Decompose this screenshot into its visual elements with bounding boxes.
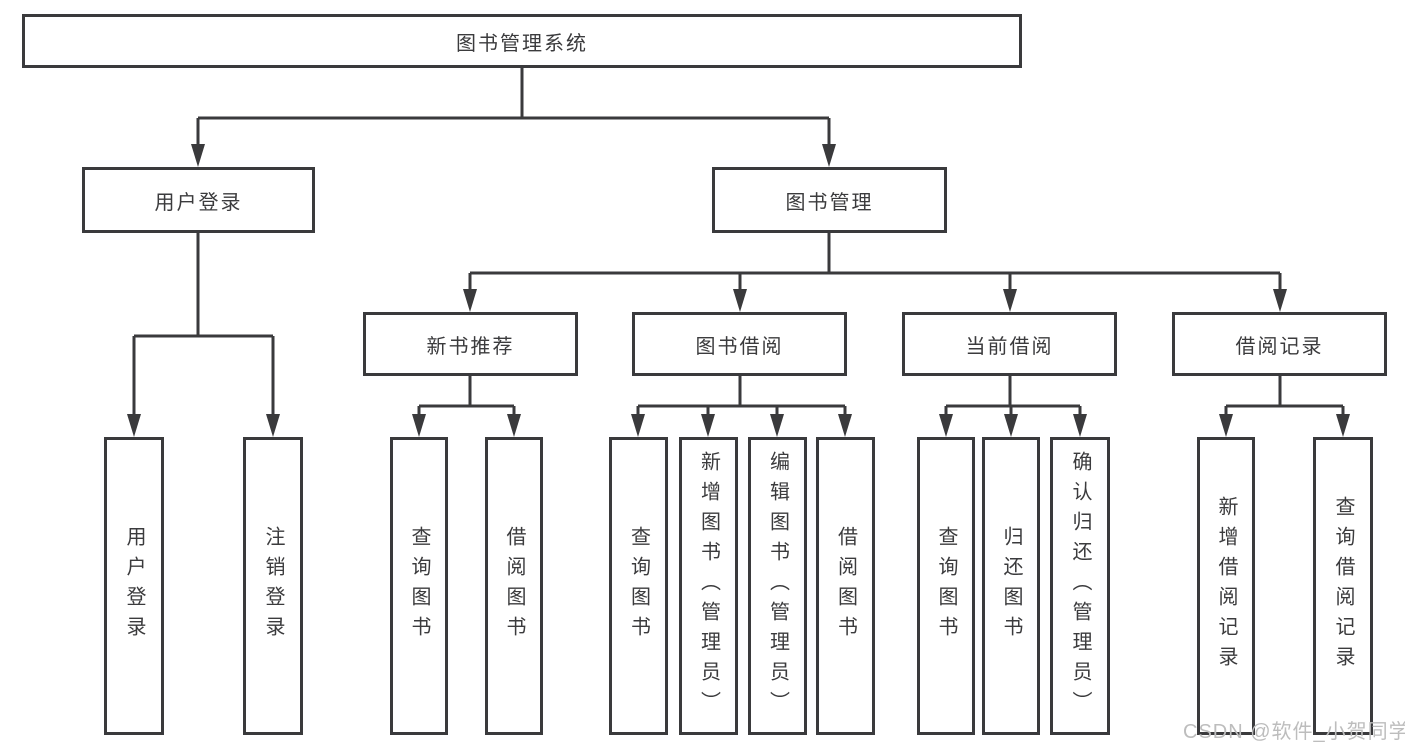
node-root-label: 图书管理系统	[456, 32, 588, 55]
arrow-icon	[631, 414, 645, 437]
leaf-add-borrow-record: 新增借阅记录	[1197, 437, 1255, 735]
leaf-query-borrow-record-label: 查询借阅记录	[1332, 496, 1354, 676]
arrow-icon	[822, 144, 836, 167]
node-book-management-label: 图书管理	[785, 191, 874, 214]
leaf-logout: 注销登录	[243, 437, 303, 735]
leaf-confirm-return-admin-label: 确认归还（管理员）	[1069, 451, 1091, 721]
csdn-watermark: CSDN @软件_小贺同学	[1183, 721, 1405, 743]
node-new-book-recommend-label: 新书推荐	[426, 335, 515, 358]
arrow-icon	[1273, 289, 1287, 312]
arrow-icon	[733, 289, 747, 312]
node-borrowing-records-label: 借阅记录	[1235, 335, 1324, 358]
node-new-book-recommend: 新书推荐	[363, 312, 578, 376]
leaf-edit-books-admin-label: 编辑图书（管理员）	[766, 451, 789, 721]
arrow-icon	[701, 414, 715, 437]
node-user-login-branch: 用户登录	[82, 167, 315, 233]
arrow-icon	[1004, 414, 1018, 437]
arrow-icon	[191, 144, 205, 167]
arrow-icon	[463, 289, 477, 312]
arrow-icon	[412, 414, 426, 437]
leaf-borrow-books-recommend: 借阅图书	[485, 437, 543, 735]
arrow-icon	[770, 414, 784, 437]
arrow-icon	[1073, 414, 1087, 437]
leaf-query-books-recommend-label: 查询图书	[408, 526, 430, 646]
leaf-user-login: 用户登录	[104, 437, 164, 735]
leaf-borrow-books-borrowing: 借阅图书	[816, 437, 875, 735]
leaf-borrow-books-recommend-label: 借阅图书	[503, 526, 525, 646]
arrow-icon	[1003, 289, 1017, 312]
node-user-login-label: 用户登录	[154, 191, 243, 214]
leaf-return-books-label: 归还图书	[1000, 526, 1022, 646]
leaf-query-borrow-record: 查询借阅记录	[1313, 437, 1373, 735]
leaf-query-books-recommend: 查询图书	[390, 437, 448, 735]
arrow-icon	[127, 414, 141, 437]
arrowheads	[127, 144, 1350, 437]
arrow-icon	[507, 414, 521, 437]
node-current-borrowing: 当前借阅	[902, 312, 1117, 376]
leaf-query-books-current-label: 查询图书	[935, 526, 957, 646]
arrow-icon	[838, 414, 852, 437]
leaf-add-books-admin: 新增图书（管理员）	[679, 437, 738, 735]
node-book-management-branch: 图书管理	[712, 167, 947, 233]
leaf-query-books-borrowing: 查询图书	[609, 437, 668, 735]
leaf-query-books-current: 查询图书	[917, 437, 975, 735]
node-book-borrowing: 图书借阅	[632, 312, 847, 376]
leaf-logout-label: 注销登录	[262, 526, 284, 646]
arrow-icon	[1219, 414, 1233, 437]
leaf-borrow-books-borrowing-label: 借阅图书	[834, 526, 857, 646]
leaf-edit-books-admin: 编辑图书（管理员）	[748, 437, 807, 735]
node-current-borrowing-label: 当前借阅	[965, 335, 1054, 358]
node-book-borrowing-label: 图书借阅	[695, 335, 784, 358]
leaf-query-books-borrowing-label: 查询图书	[627, 526, 650, 646]
leaf-return-books: 归还图书	[982, 437, 1040, 735]
node-borrowing-records: 借阅记录	[1172, 312, 1387, 376]
leaf-confirm-return-admin: 确认归还（管理员）	[1050, 437, 1110, 735]
leaf-add-borrow-record-label: 新增借阅记录	[1215, 496, 1237, 676]
arrow-icon	[266, 414, 280, 437]
arrow-icon	[1336, 414, 1350, 437]
arrow-icon	[939, 414, 953, 437]
leaf-user-login-label: 用户登录	[123, 526, 145, 646]
node-root-system: 图书管理系统	[22, 14, 1022, 68]
leaf-add-books-admin-label: 新增图书（管理员）	[697, 451, 720, 721]
